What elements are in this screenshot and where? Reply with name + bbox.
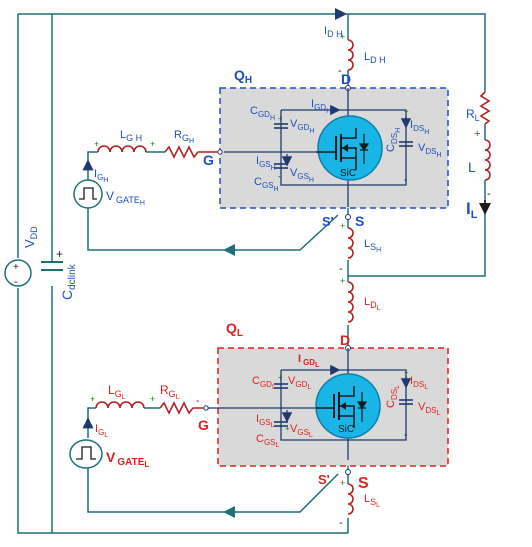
- ldl-inductor: [347, 281, 354, 323]
- cgdh-label: CGDH: [250, 105, 275, 122]
- load-branch: RL + L - IL: [466, 91, 491, 221]
- igdh-label: IGDH: [311, 98, 331, 115]
- cgsh-label: CGSH: [254, 176, 279, 193]
- gl-label: G: [198, 417, 209, 433]
- cdsh-label: CDSH: [385, 128, 402, 152]
- igsl-label: IGSL: [256, 413, 275, 429]
- vgsl-label: VGSL: [290, 423, 313, 439]
- lgl-label: LGL: [108, 383, 126, 401]
- ldh-label: LD H: [364, 51, 386, 65]
- lgh-inductor: [97, 145, 147, 153]
- svg-text:+: +: [340, 221, 345, 231]
- vdsl-label: VDSL: [418, 401, 440, 417]
- svg-text:VDD: VDD: [22, 226, 39, 248]
- igl-label: IGL: [95, 423, 108, 439]
- igsh-label: IGSH: [256, 155, 276, 172]
- vgdl-label: VGDL: [288, 375, 311, 391]
- svg-text:-: -: [278, 172, 281, 181]
- lsh-label: LSH: [364, 238, 381, 254]
- svg-text:-: -: [404, 175, 407, 186]
- svg-text:+: +: [56, 247, 63, 261]
- idh-label: ID H: [324, 25, 343, 39]
- vgdh-label: VGDH: [290, 118, 314, 135]
- svg-text:+: +: [340, 276, 345, 286]
- svg-text:+: +: [278, 373, 283, 382]
- vgate-l-source: [69, 439, 103, 469]
- idsl-label: IDSL: [410, 375, 428, 391]
- vgsh-label: VGSH: [290, 167, 314, 184]
- svg-text:-: -: [14, 276, 18, 288]
- lsl-inductor: [347, 483, 354, 515]
- sl-label: S: [358, 475, 369, 492]
- sic-mosfet-high: SiC: [316, 115, 383, 181]
- sh-label: S: [355, 213, 364, 229]
- l-label: L: [468, 159, 476, 175]
- lsh-inductor: [347, 227, 354, 259]
- sic-mosfet-low: SiC: [315, 373, 381, 439]
- svg-text:+: +: [13, 262, 19, 273]
- cdc-label: C: [59, 290, 75, 300]
- vgate-h-source: [73, 179, 103, 209]
- dclink-capacitor: + Cdclink: [41, 247, 78, 300]
- lgh-label: LG H: [120, 129, 142, 143]
- lgl-inductor: [95, 401, 145, 409]
- rgh-resistor: [164, 145, 218, 159]
- sic-label-low: SiC: [338, 424, 354, 435]
- rgl-label: RGL: [160, 383, 180, 401]
- vdd-label: V: [22, 239, 37, 248]
- svg-text:+: +: [340, 32, 345, 42]
- vdd-source: + - VDD: [4, 226, 39, 288]
- il-label: IL: [466, 199, 478, 221]
- ldh-inductor: [347, 39, 354, 71]
- svg-text:+: +: [404, 368, 409, 377]
- svg-text:+: +: [278, 114, 283, 123]
- high-side-switch: ID H + LD H - QH D: [73, 25, 449, 275]
- gh-label: G: [203, 152, 214, 168]
- idsh-label: IDSH: [410, 119, 429, 136]
- svg-text:+: +: [474, 128, 480, 140]
- dc-bus-wires: [17, 13, 486, 534]
- rgh-label: RGH: [174, 129, 194, 145]
- spl-label: S': [318, 472, 330, 487]
- igh-label: IGH: [94, 168, 108, 184]
- ql-label: QL: [226, 320, 243, 339]
- vdd-sub: DD: [29, 226, 39, 239]
- cdc-sub: dclink: [67, 263, 78, 290]
- cdsl-label: CDSL: [385, 385, 401, 408]
- lsl-label: LSL: [364, 493, 380, 509]
- svg-text:-: -: [339, 517, 343, 529]
- svg-text:-: -: [196, 396, 199, 407]
- qh-label: QH: [234, 67, 252, 86]
- dl-label: D: [340, 332, 350, 348]
- svg-text:-: -: [404, 430, 407, 441]
- svg-text:+: +: [404, 107, 409, 116]
- ldl-label: LDL: [364, 296, 381, 312]
- cgsl-label: CGSL: [256, 433, 280, 449]
- sph-label: S': [322, 214, 334, 229]
- rl-label: RL: [466, 107, 480, 123]
- cgdl-label: CGDL: [252, 375, 276, 391]
- svg-text:Cdclink: Cdclink: [59, 263, 78, 300]
- svg-text:+: +: [150, 139, 155, 149]
- svg-text:+: +: [94, 139, 99, 149]
- sic-label-high: SiC: [340, 168, 356, 179]
- dh-label: D: [341, 71, 351, 87]
- rgl-resistor: [159, 401, 204, 415]
- vdsh-label: VDSH: [418, 142, 442, 159]
- svg-text:-: -: [338, 65, 342, 77]
- svg-text:-: -: [339, 263, 343, 275]
- svg-text:+: +: [90, 394, 95, 404]
- svg-text:-: -: [487, 188, 491, 200]
- svg-text:+: +: [150, 394, 155, 404]
- svg-text:+: +: [285, 424, 290, 433]
- svg-text:+: +: [340, 478, 345, 488]
